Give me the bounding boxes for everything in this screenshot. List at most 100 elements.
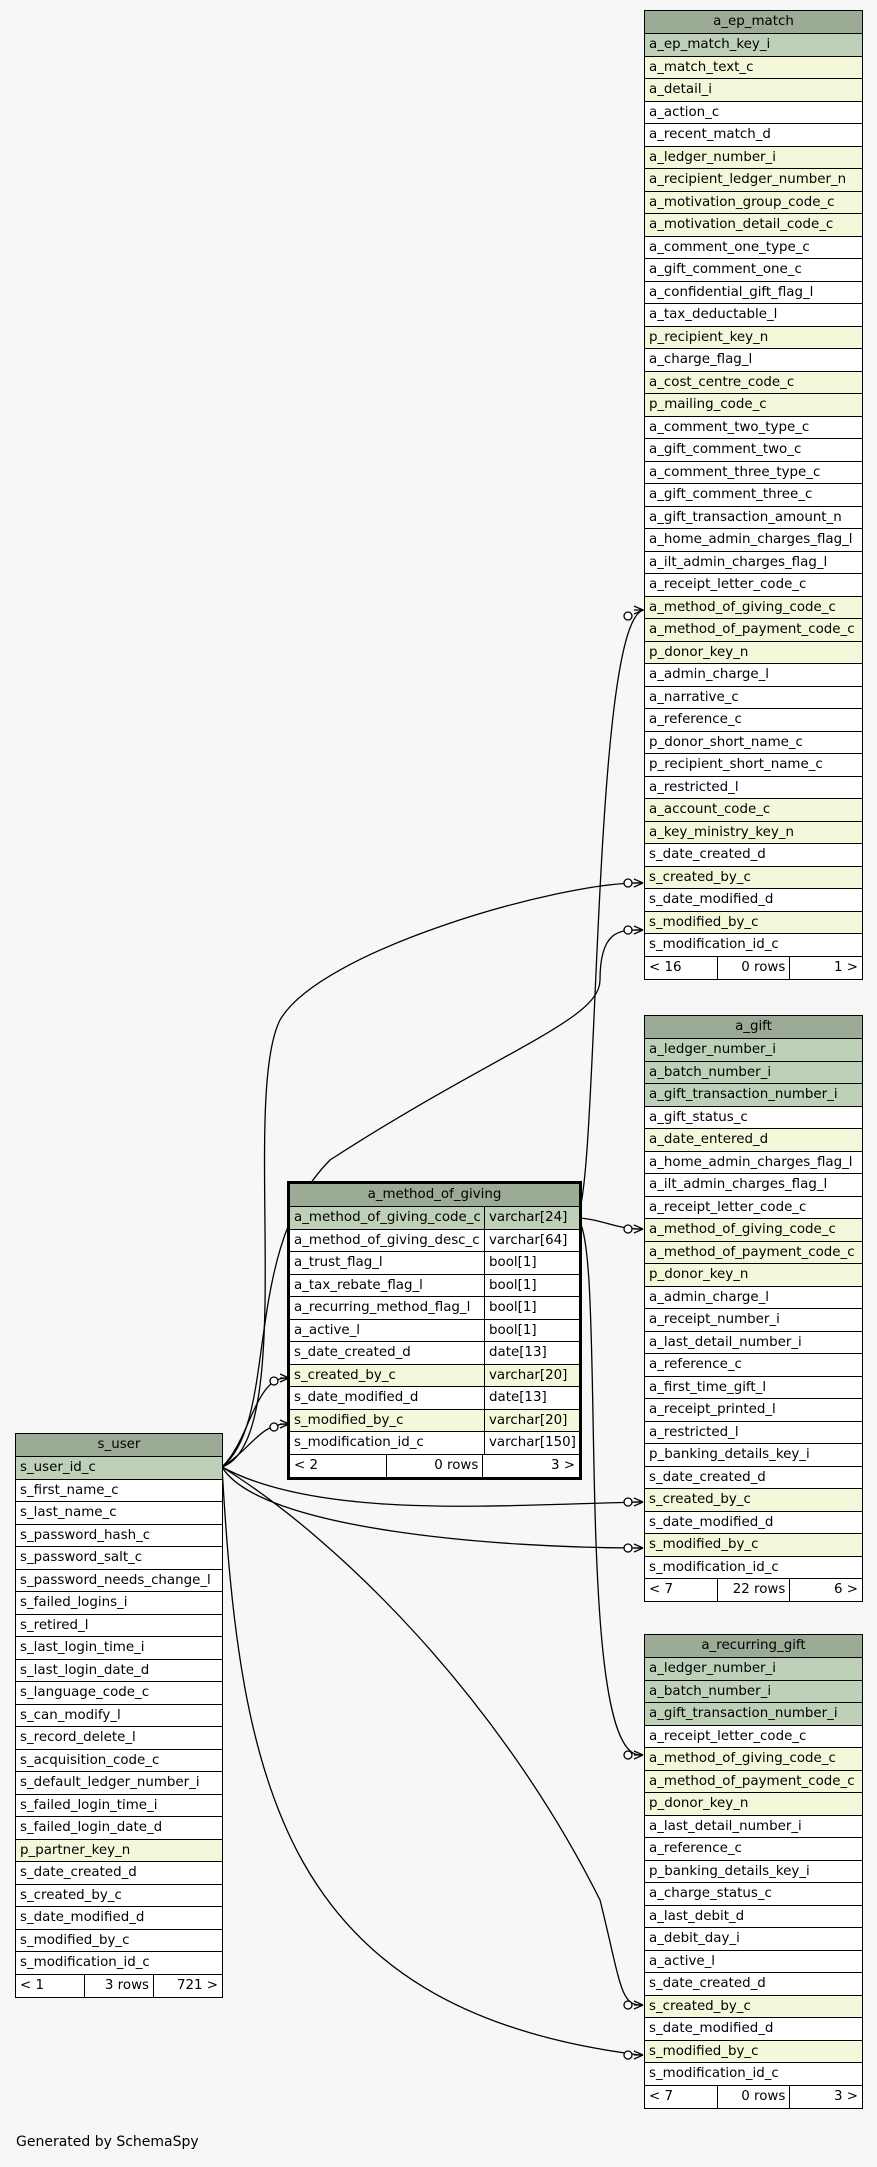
column-row[interactable]: a_recent_match_d [645, 124, 862, 147]
table-title[interactable]: a_ep_match [645, 11, 862, 34]
column-row[interactable]: a_last_detail_number_i [645, 1816, 862, 1838]
column-row[interactable]: a_ep_match_key_i [645, 34, 862, 57]
children-count-link[interactable]: 721 > [176, 1977, 218, 1993]
column-row[interactable]: p_partner_key_n [16, 1839, 222, 1862]
column-row[interactable]: a_ilt_admin_charges_flag_l [645, 552, 862, 574]
table-title[interactable]: s_user [16, 1434, 222, 1457]
column-row[interactable]: s_date_created_d [645, 844, 862, 867]
column-row[interactable]: a_reference_c [645, 1838, 862, 1861]
children-count-link[interactable]: 6 > [834, 1582, 859, 1597]
column-row[interactable]: a_gift_status_c [645, 1107, 862, 1129]
column-row[interactable]: a_method_of_giving_code_c [645, 596, 862, 619]
table-title[interactable]: a_gift [645, 1016, 862, 1039]
column-row[interactable]: a_gift_comment_three_c [645, 484, 862, 507]
column-row[interactable]: p_recipient_key_n [645, 326, 862, 349]
column-row[interactable]: a_receipt_number_i [645, 1309, 862, 1332]
column-row[interactable]: a_receipt_letter_code_c [645, 1197, 862, 1219]
children-count-link[interactable]: 3 > [551, 1457, 576, 1473]
column-row[interactable]: a_comment_two_type_c [645, 417, 862, 439]
column-row[interactable]: a_match_text_c [645, 56, 862, 79]
column-row[interactable]: a_last_debit_d [645, 1906, 862, 1928]
column-row[interactable]: s_modification_id_c [16, 1952, 222, 1975]
column-row[interactable]: p_donor_key_n [645, 641, 862, 664]
column-row[interactable]: s_password_hash_c [16, 1525, 222, 1547]
column-row[interactable]: a_receipt_letter_code_c [645, 574, 862, 597]
column-row[interactable]: s_modified_by_c [16, 1930, 222, 1952]
column-row[interactable]: s_password_needs_change_l [16, 1570, 222, 1592]
column-row[interactable]: p_banking_details_key_i [645, 1444, 862, 1467]
column-row[interactable]: p_donor_short_name_c [645, 732, 862, 754]
column-row[interactable]: a_charge_flag_l [645, 349, 862, 372]
column-row[interactable]: a_key_ministry_key_n [645, 821, 862, 844]
column-row[interactable]: s_password_salt_c [16, 1547, 222, 1570]
column-row[interactable]: s_modification_id_c [645, 934, 862, 957]
column-row[interactable]: a_admin_charge_l [645, 664, 862, 687]
column-row[interactable]: a_batch_number_i [645, 1061, 862, 1084]
column-row[interactable]: s_last_name_c [16, 1502, 222, 1525]
column-row[interactable]: s_date_created_d [645, 1467, 862, 1489]
column-row[interactable]: p_banking_details_key_i [645, 1861, 862, 1883]
column-row[interactable]: a_first_time_gift_l [645, 1377, 862, 1399]
column-row[interactable]: s_date_modified_d [645, 2018, 862, 2041]
column-row[interactable]: a_gift_comment_one_c [645, 259, 862, 282]
column-row[interactable]: a_cost_centre_code_c [645, 371, 862, 394]
parents-count-link[interactable]: < 1 [20, 1977, 44, 1993]
column-row[interactable]: a_tax_deductable_l [645, 304, 862, 327]
column-row[interactable]: a_motivation_group_code_c [645, 191, 862, 214]
column-row[interactable]: s_created_by_c [645, 866, 862, 889]
column-row[interactable]: a_method_of_payment_code_c [645, 1770, 862, 1793]
column-row[interactable]: a_method_of_payment_code_c [645, 619, 862, 642]
column-row[interactable]: a_home_admin_charges_flag_l [645, 1152, 862, 1174]
parents-count-link[interactable]: < 7 [649, 1582, 673, 1597]
column-row[interactable]: a_reference_c [645, 1354, 862, 1377]
column-row[interactable]: s_modified_by_c [645, 911, 862, 934]
parents-count-link[interactable]: < 2 [294, 1457, 318, 1473]
column-row[interactable]: a_action_c [645, 102, 862, 124]
column-row[interactable]: s_date_modified_d [645, 1512, 862, 1534]
column-row[interactable]: s_default_ledger_number_i [16, 1772, 222, 1795]
column-row[interactable]: a_account_code_c [645, 799, 862, 822]
column-row[interactable]: s_can_modify_l [16, 1705, 222, 1727]
column-row[interactable]: a_last_detail_number_i [645, 1332, 862, 1354]
column-row[interactable]: a_gift_comment_two_c [645, 439, 862, 462]
column-row[interactable]: a_restricted_l [645, 1422, 862, 1444]
column-row[interactable]: s_retired_l [16, 1615, 222, 1637]
column-row[interactable]: s_modified_by_c [645, 2040, 862, 2063]
column-row[interactable]: a_reference_c [645, 709, 862, 732]
column-row[interactable]: a_batch_number_i [645, 1680, 862, 1703]
column-row[interactable]: a_comment_three_type_c [645, 462, 862, 484]
column-row[interactable]: a_receipt_printed_l [645, 1399, 862, 1422]
column-row[interactable]: s_acquisition_code_c [16, 1750, 222, 1772]
column-row[interactable]: a_method_of_giving_code_c [645, 1219, 862, 1242]
parents-count-link[interactable]: < 7 [649, 2088, 673, 2104]
column-row[interactable]: s_date_modified_d [16, 1907, 222, 1930]
children-count-link[interactable]: 1 > [834, 959, 859, 975]
column-row[interactable]: p_mailing_code_c [645, 394, 862, 417]
column-row[interactable]: a_motivation_detail_code_c [645, 214, 862, 237]
column-row[interactable]: a_gift_transaction_number_i [645, 1084, 862, 1107]
column-row[interactable]: s_modification_id_c [645, 1557, 862, 1579]
column-row[interactable]: a_ledger_number_i [645, 1039, 862, 1062]
column-row[interactable]: s_date_created_d [16, 1862, 222, 1885]
column-row[interactable]: a_gift_transaction_number_i [645, 1703, 862, 1726]
column-row[interactable]: s_language_code_c [16, 1682, 222, 1705]
column-row[interactable]: a_ilt_admin_charges_flag_l [645, 1174, 862, 1197]
column-row[interactable]: s_created_by_c [16, 1885, 222, 1907]
column-row[interactable]: a_method_of_giving_code_c [645, 1748, 862, 1771]
column-row[interactable]: s_failed_logins_i [16, 1592, 222, 1615]
column-row[interactable]: a_restricted_l [645, 777, 862, 799]
column-row[interactable]: a_ledger_number_i [645, 146, 862, 169]
parents-count-link[interactable]: < 16 [649, 959, 682, 975]
column-row[interactable]: s_date_modified_d [645, 889, 862, 912]
